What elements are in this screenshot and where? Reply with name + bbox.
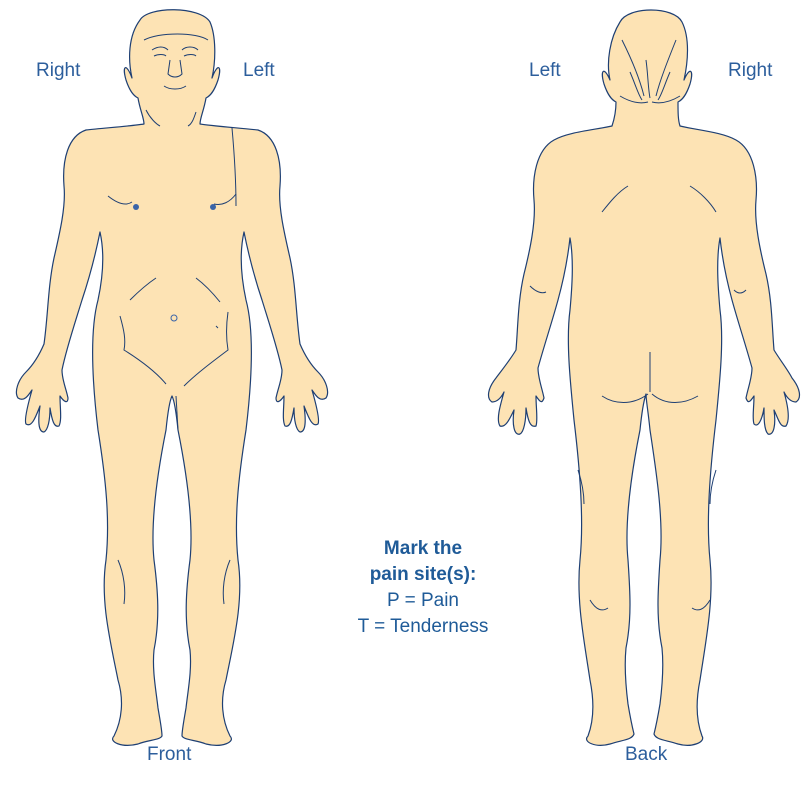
front-nipple-left-marker	[210, 204, 216, 210]
instruction-pain-legend: P = Pain	[318, 588, 528, 614]
front-nipple-right-marker	[133, 204, 139, 210]
pain-site-instructions: Mark the pain site(s): P = Pain T = Tend…	[318, 536, 528, 640]
instruction-line-2: pain site(s):	[318, 562, 528, 588]
back-body-figure[interactable]	[470, 0, 805, 795]
instruction-line-1: Mark the	[318, 536, 528, 562]
front-body-figure[interactable]	[0, 0, 340, 795]
instruction-tenderness-legend: T = Tenderness	[318, 614, 528, 640]
